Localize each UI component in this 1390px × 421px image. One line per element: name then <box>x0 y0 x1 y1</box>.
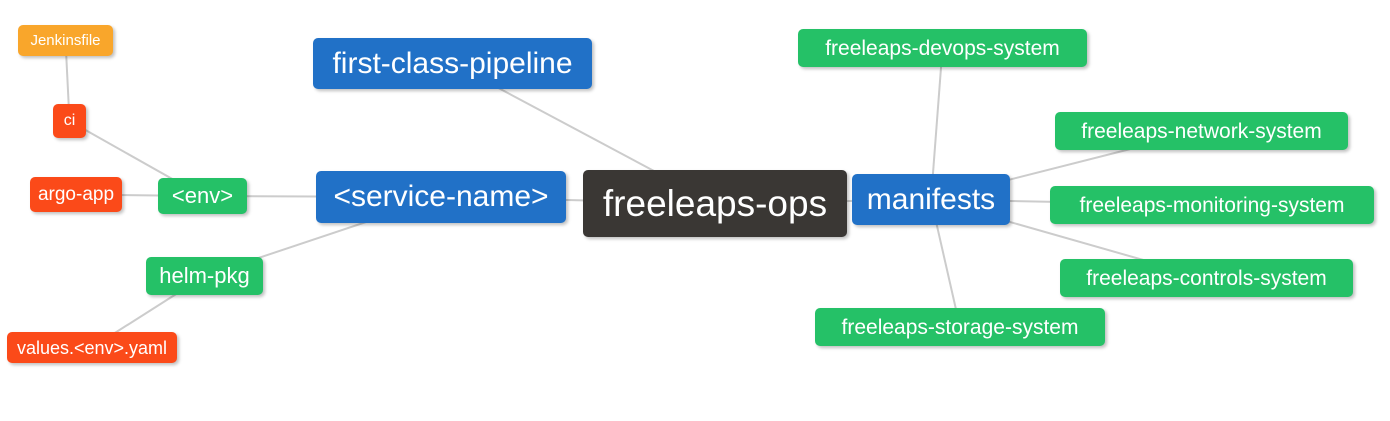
mindmap-node-devops-system[interactable]: freeleaps-devops-system <box>798 29 1087 67</box>
mindmap-node-values-env-yaml[interactable]: values.<env>.yaml <box>7 332 177 363</box>
mindmap-node-monitoring-system[interactable]: freeleaps-monitoring-system <box>1050 186 1374 224</box>
mindmap-node-freeleaps-ops[interactable]: freeleaps-ops <box>583 170 847 237</box>
mindmap-node-storage-system[interactable]: freeleaps-storage-system <box>815 308 1105 346</box>
mindmap-node-service-name[interactable]: <service-name> <box>316 171 566 223</box>
mindmap-node-controls-system[interactable]: freeleaps-controls-system <box>1060 259 1353 297</box>
mindmap-node-helm-pkg[interactable]: helm-pkg <box>146 257 263 295</box>
mindmap-node-manifests[interactable]: manifests <box>852 174 1010 225</box>
mindmap-node-network-system[interactable]: freeleaps-network-system <box>1055 112 1348 150</box>
mindmap-node-argo-app[interactable]: argo-app <box>30 177 122 212</box>
mindmap-node-env[interactable]: <env> <box>158 178 247 214</box>
mindmap-node-jenkinsfile[interactable]: Jenkinsfile <box>18 25 113 56</box>
mindmap-node-ci[interactable]: ci <box>53 104 86 138</box>
mindmap-node-first-class-pipeline[interactable]: first-class-pipeline <box>313 38 592 89</box>
